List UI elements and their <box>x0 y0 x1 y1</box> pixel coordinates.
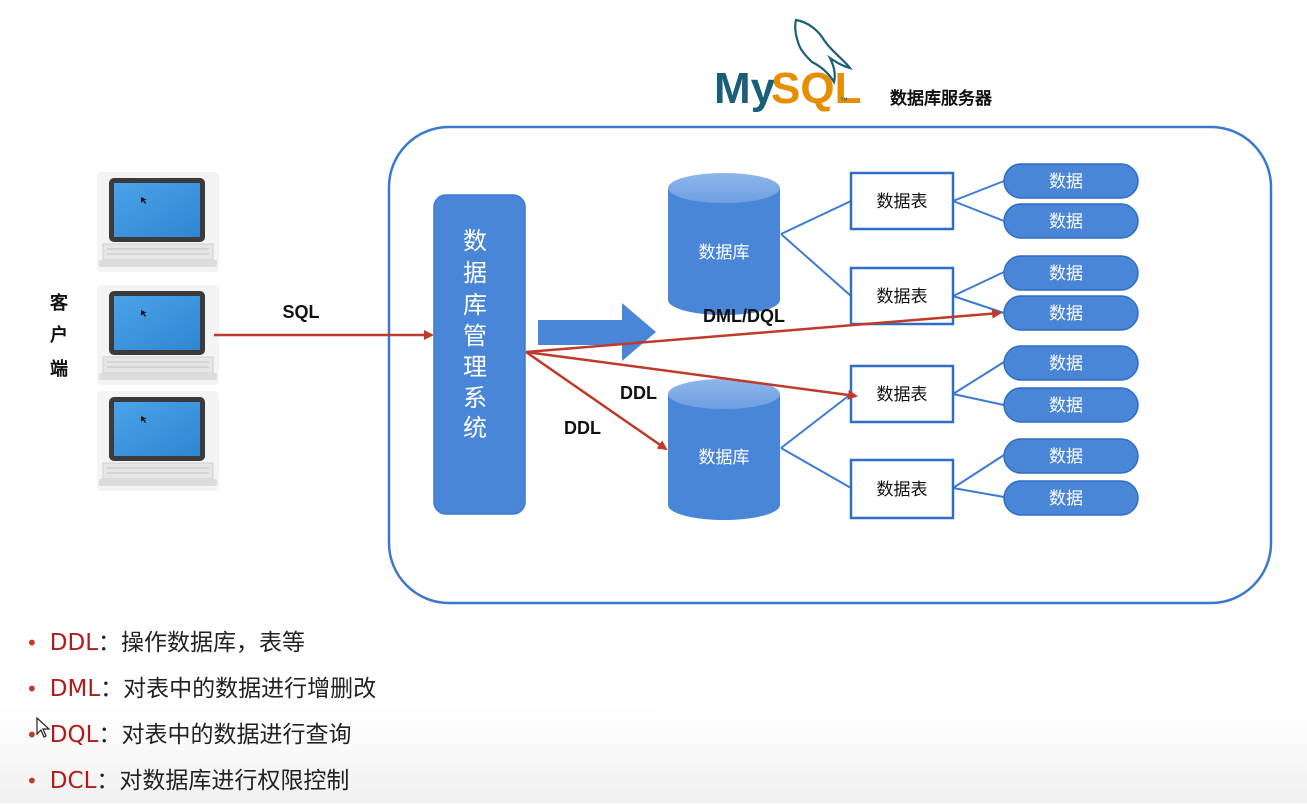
client-label-char: 客 <box>50 292 69 314</box>
data-pill-label: 数据 <box>1049 172 1083 192</box>
data-pill <box>1003 480 1139 516</box>
bullet-keyword: DCL <box>49 768 97 794</box>
dbms-label-char: 库 <box>463 291 487 319</box>
ddl-database-arrow <box>525 350 668 451</box>
dbms-label-char: 数 <box>463 227 487 255</box>
list-item: • DML：对表中的数据进行增删改 <box>26 666 376 712</box>
client-label-char: 端 <box>50 359 68 380</box>
list-item: • DQL：对表中的数据进行查询 <box>26 712 376 758</box>
data-pill <box>1003 387 1139 423</box>
data-pill-label: 数据 <box>1049 212 1083 232</box>
bullet-icon: • <box>26 723 38 747</box>
database-label: 数据库 <box>699 448 750 468</box>
logo-tm-text: ™ <box>840 96 848 105</box>
data-pill <box>1003 163 1139 199</box>
client-label-char: 户 <box>50 324 68 346</box>
data-pill <box>1003 255 1139 291</box>
dbms-label-char: 据 <box>463 259 487 287</box>
data-pill <box>1003 295 1139 331</box>
table-box <box>849 266 955 326</box>
ddl-table-arrow <box>525 350 858 400</box>
sql-label: SQL <box>282 302 319 322</box>
dml-dql-label: DML/DQL <box>703 306 785 326</box>
bullet-icon: • <box>26 677 38 701</box>
mysql-logo: My SQL ™ <box>714 18 861 113</box>
bullet-text: ：对表中的数据进行查询 <box>98 722 352 748</box>
bullet-icon: • <box>26 631 38 655</box>
architecture-diagram: My SQL ™ 数据库服务器 <box>50 18 1273 605</box>
ddl-label-lower: DDL <box>564 418 601 438</box>
database-cylinder: 数据库 <box>668 173 780 315</box>
table-label: 数据表 <box>877 480 928 500</box>
dml-dql-arrow <box>525 308 1002 354</box>
mouse-cursor-icon <box>36 717 51 738</box>
sql-category-list: • DDL：操作数据库，表等 • DML：对表中的数据进行增删改 • DQL：对表中的… <box>26 620 376 804</box>
database-label: 数据库 <box>699 243 750 263</box>
bullet-keyword: DDL <box>49 630 99 656</box>
database-cylinder: 数据库 <box>668 379 780 520</box>
laptop-icon <box>97 285 219 385</box>
bullet-text: ：对数据库进行权限控制 <box>96 768 350 794</box>
bullet-icon: • <box>26 769 38 793</box>
dolphin-icon <box>794 18 853 85</box>
data-pill-label: 数据 <box>1049 447 1083 467</box>
db-table-connectors <box>780 200 852 489</box>
data-pill-label: 数据 <box>1049 489 1083 509</box>
dbms-label-char: 系 <box>463 384 487 412</box>
server-frame <box>387 125 1273 605</box>
ddl-label-upper: DDL <box>620 383 657 403</box>
table-label: 数据表 <box>877 385 928 405</box>
bullet-text: ：操作数据库，表等 <box>98 630 306 656</box>
table-data-connectors <box>952 180 1005 498</box>
table-label: 数据表 <box>877 192 928 212</box>
table-box <box>849 364 955 424</box>
dbms-label-char: 理 <box>463 353 487 381</box>
logo-sql-text: SQL <box>771 64 861 113</box>
list-item: • DDL：操作数据库，表等 <box>26 620 376 666</box>
dbms-label-char: 管 <box>463 322 487 350</box>
dbms-label-char: 统 <box>463 414 487 442</box>
bullet-keyword: DML <box>49 676 101 702</box>
dbms-box <box>433 194 526 515</box>
table-label: 数据表 <box>877 287 928 307</box>
data-pill <box>1003 203 1139 239</box>
data-pill <box>1003 438 1139 474</box>
laptop-icon <box>97 391 219 491</box>
bullet-keyword: DQL <box>49 722 99 748</box>
data-pill-label: 数据 <box>1049 396 1083 416</box>
server-label: 数据库服务器 <box>890 88 993 109</box>
laptop-icon <box>97 172 219 272</box>
client-laptops <box>97 172 219 491</box>
data-pill-label: 数据 <box>1049 264 1083 284</box>
table-box <box>849 458 955 520</box>
data-pill-label: 数据 <box>1049 304 1083 324</box>
data-pill <box>1003 345 1139 381</box>
logo-my-text: My <box>714 64 776 113</box>
bullet-text: ：对表中的数据进行增删改 <box>100 676 377 702</box>
table-box <box>849 171 955 231</box>
list-item: • DCL：对数据库进行权限控制 <box>26 758 376 804</box>
flow-arrow <box>538 303 656 361</box>
data-pill-label: 数据 <box>1049 354 1083 374</box>
